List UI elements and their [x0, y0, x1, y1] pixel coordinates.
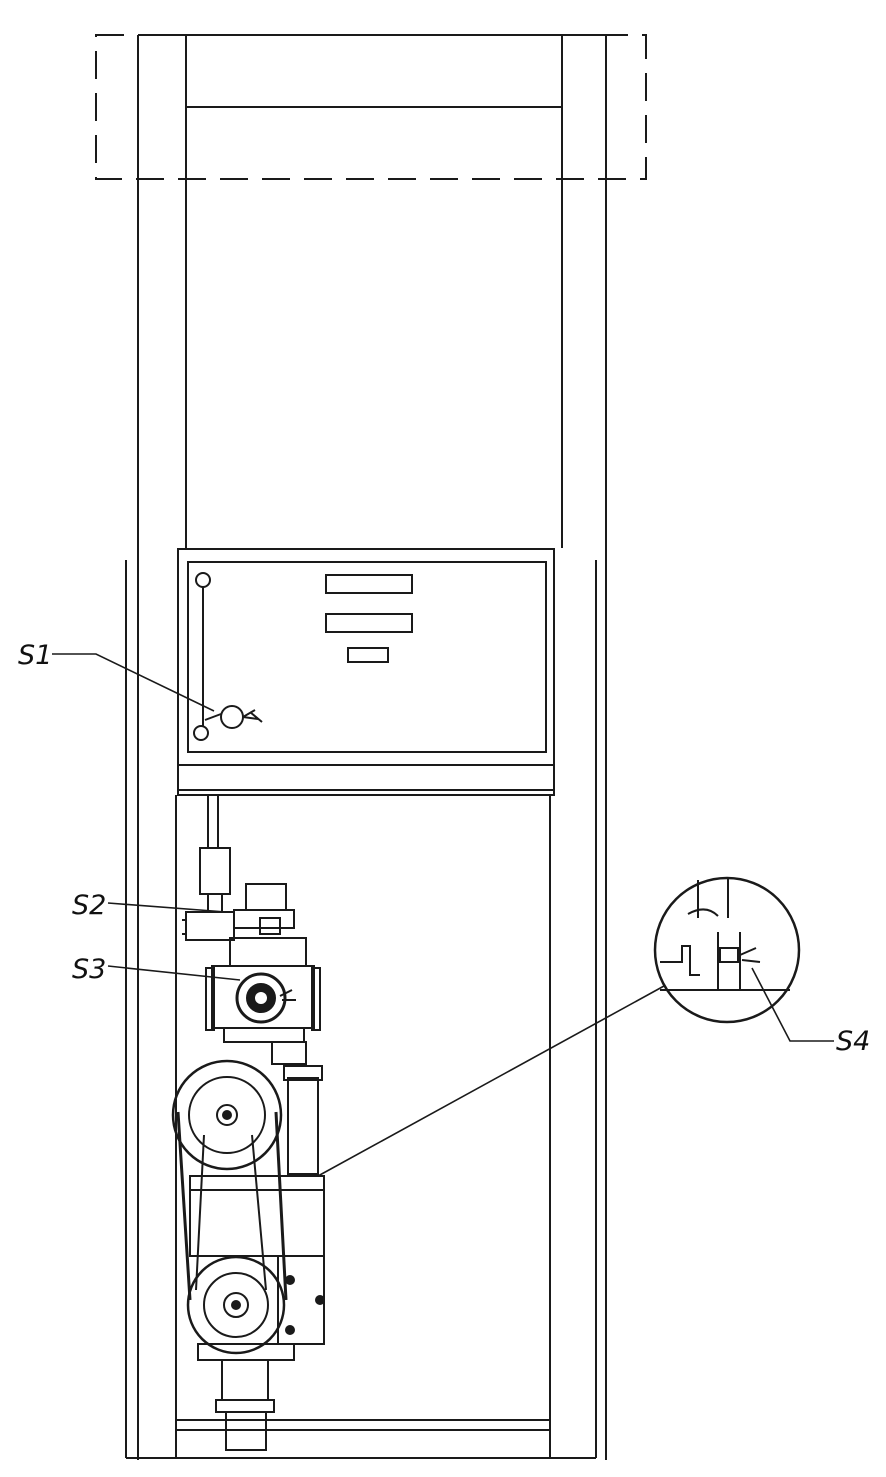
s3-leader: [107, 965, 241, 981]
upper-pulley: [171, 1059, 283, 1171]
detail-pointer-leader: [317, 985, 665, 1177]
label-s4: S4: [836, 1026, 870, 1057]
s4-leader: [751, 967, 834, 1042]
display-window-1: [325, 574, 413, 594]
screw-bottom: [193, 725, 209, 741]
lower-pulley: [186, 1255, 286, 1355]
pipe-column: [199, 795, 231, 912]
s2-valve: [182, 883, 295, 941]
drive-belt: [176, 1111, 288, 1301]
label-s1: S1: [18, 640, 52, 671]
label-s3: S3: [72, 954, 106, 985]
motor-body: [189, 1175, 325, 1257]
display-head: [177, 548, 555, 796]
s1-leader: [52, 653, 215, 712]
label-s2: S2: [72, 890, 106, 921]
screw-top: [195, 572, 211, 588]
s4-detail-view: [653, 876, 801, 1024]
pump-motor-assembly: [171, 1059, 325, 1451]
display-window-2: [325, 613, 413, 633]
leader-lines: [52, 653, 834, 1177]
s1-sensor: [220, 705, 244, 729]
display-window-3: [347, 647, 389, 663]
s3-flowmeter: [205, 937, 321, 1065]
s2-leader: [107, 902, 227, 913]
cabinet-frame: [125, 34, 607, 1460]
